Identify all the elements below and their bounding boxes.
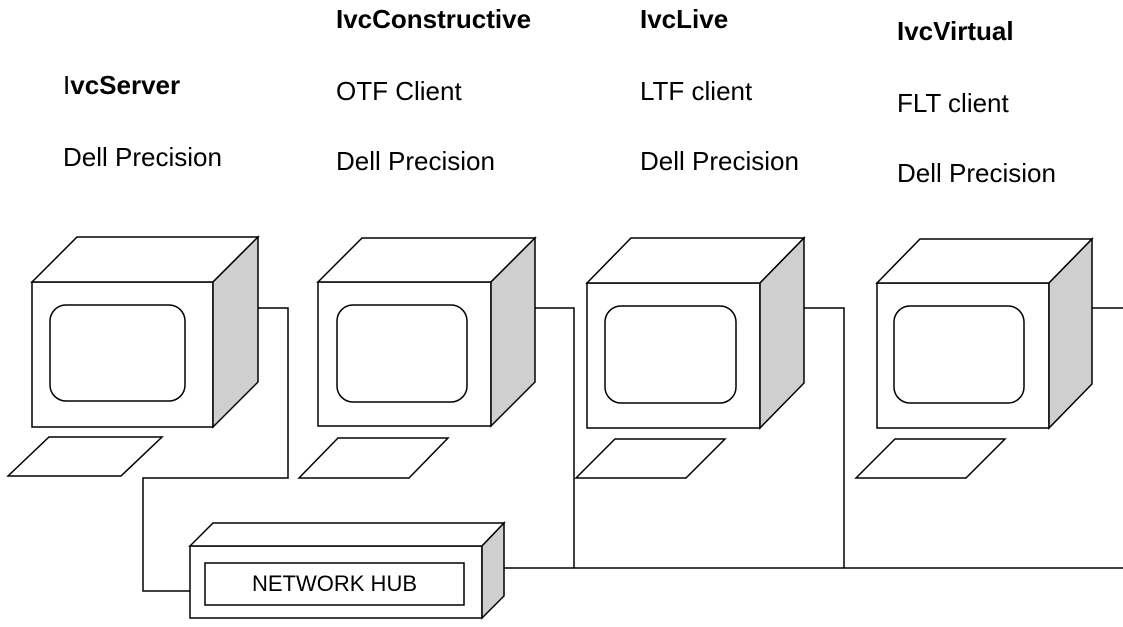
machine-role-constructive: OTF Client (336, 76, 462, 106)
machine-hardware-constructive: Dell Precision (336, 146, 495, 176)
machine-name-constructive: IvcConstructive (336, 4, 532, 34)
machine-name-server: IvcServer (63, 70, 181, 100)
machine-hardware-live: Dell Precision (640, 146, 799, 176)
keyboard-icon (297, 437, 450, 479)
monitor-icon (875, 237, 1094, 430)
network-cables (142, 307, 1123, 592)
monitor-icon (30, 235, 260, 429)
monitor-icon (316, 236, 537, 428)
machine-role-live: LTF client (640, 76, 753, 106)
hub-icon (188, 521, 506, 620)
machine-role-virtual: FLT client (897, 88, 1009, 118)
keyboard-icon (574, 438, 727, 479)
machine-hardware-virtual: Dell Precision (897, 158, 1056, 188)
keyboard-icon (6, 436, 164, 477)
keyboard-icon (854, 438, 1007, 479)
machine-name-virtual: IvcVirtual (897, 16, 1014, 46)
machine-hardware-server: Dell Precision (63, 142, 222, 172)
machine-name-live: IvcLive (640, 4, 729, 34)
monitor-icon (585, 236, 806, 430)
network-hub-label: NETWORK HUB (252, 571, 417, 596)
